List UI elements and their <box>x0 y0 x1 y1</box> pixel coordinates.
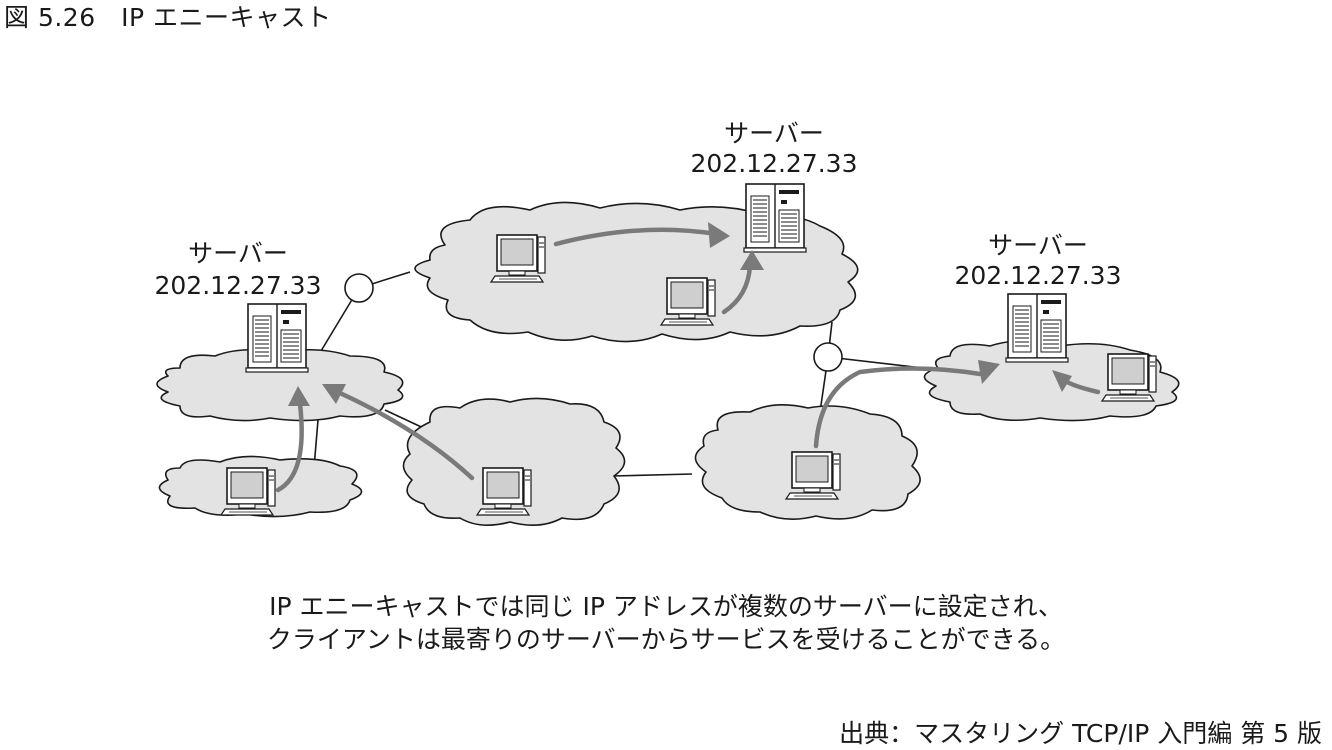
router-icon <box>813 342 843 372</box>
route-arrow <box>339 391 475 481</box>
figure-title: 図 5.26 IP エニーキャスト <box>4 3 332 32</box>
arrow-head <box>708 222 730 248</box>
caption-line: クライアントは最寄りのサーバーからサービスを受けることができる。 <box>266 625 1066 654</box>
arrow-head <box>740 250 764 270</box>
server-icon <box>1005 293 1069 363</box>
server-label: サーバー <box>188 239 288 268</box>
server-label: サーバー <box>724 119 824 148</box>
router-icon <box>344 273 374 303</box>
network-cloud-bottom-middle <box>402 397 626 526</box>
route-arrow <box>813 366 983 449</box>
route-arrow <box>275 401 304 493</box>
route-arrow <box>553 227 719 247</box>
server-ip: 202.12.27.33 <box>155 271 322 300</box>
arrow-head <box>288 386 310 406</box>
route-arrow <box>721 263 753 315</box>
arrow-head <box>322 384 346 404</box>
server-label: サーバー <box>988 231 1088 260</box>
arrow-head <box>978 360 1000 384</box>
server-icon <box>743 183 807 253</box>
arrow-head <box>1052 370 1072 392</box>
server-ip: 202.12.27.33 <box>691 149 858 178</box>
source-credit: 出典：マスタリング TCP/IP 入門編 第 5 版 <box>839 719 1322 748</box>
server-icon <box>245 303 309 373</box>
caption-line: IP エニーキャストでは同じ IP アドレスが複数のサーバーに設定され、 <box>269 592 1063 621</box>
server-ip: 202.12.27.33 <box>955 261 1122 290</box>
diagram-caption: IP エニーキャストでは同じ IP アドレスが複数のサーバーに設定され、 クライ… <box>0 590 1332 656</box>
